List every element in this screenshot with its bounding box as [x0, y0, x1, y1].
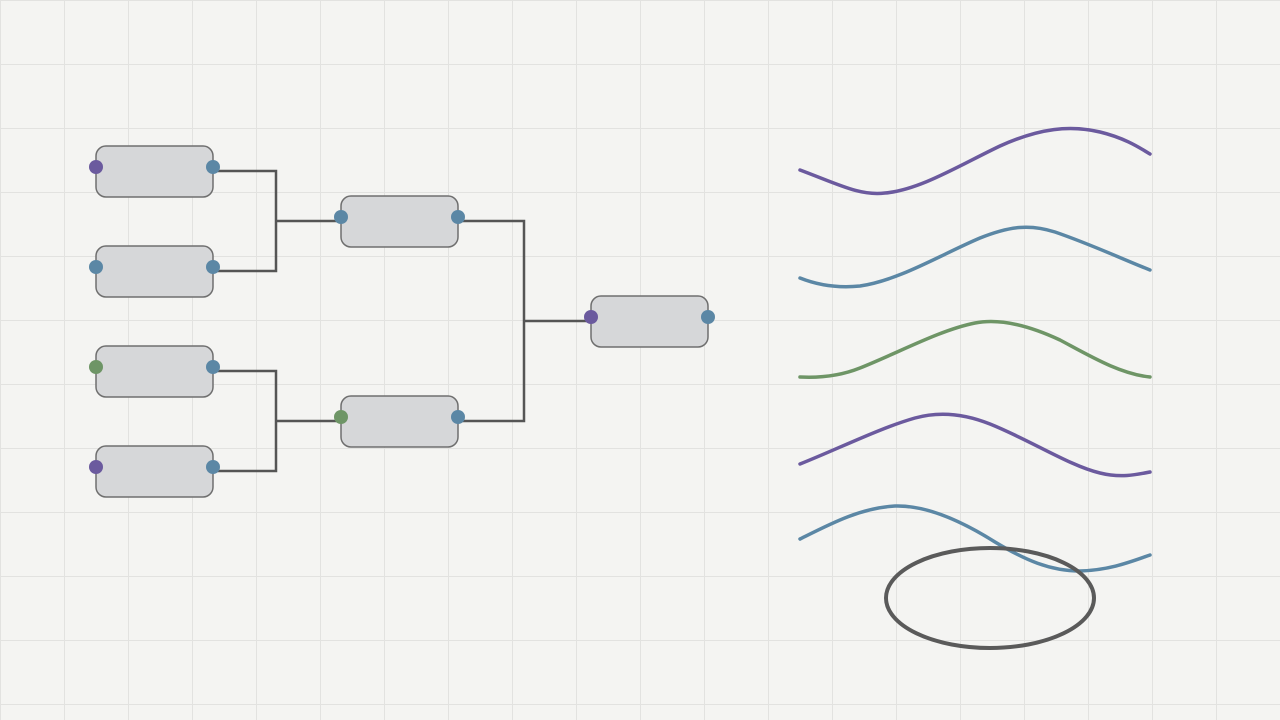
- node-r2-2[interactable]: [334, 395, 465, 448]
- node-box[interactable]: [340, 395, 459, 448]
- connector-r1-bottom: [213, 369, 341, 473]
- node-box[interactable]: [590, 295, 709, 348]
- input-port[interactable]: [334, 410, 348, 424]
- connector-r1-top: [213, 169, 341, 273]
- output-port[interactable]: [206, 260, 220, 274]
- node-final[interactable]: [584, 295, 715, 348]
- input-port[interactable]: [334, 210, 348, 224]
- connector-r2: [458, 219, 591, 423]
- wave-4[interactable]: [798, 412, 1152, 478]
- node-r2-1[interactable]: [334, 195, 465, 248]
- input-port[interactable]: [89, 460, 103, 474]
- node-r1-4[interactable]: [89, 445, 220, 498]
- node-box[interactable]: [340, 195, 459, 248]
- node-r1-3[interactable]: [89, 345, 220, 398]
- output-port[interactable]: [701, 310, 715, 324]
- input-port[interactable]: [89, 360, 103, 374]
- wave-1[interactable]: [798, 126, 1152, 196]
- output-port[interactable]: [206, 360, 220, 374]
- node-box[interactable]: [95, 245, 214, 298]
- ellipse-shape[interactable]: [884, 546, 1096, 650]
- node-box[interactable]: [95, 345, 214, 398]
- wave-3[interactable]: [798, 319, 1152, 379]
- wave-group: [798, 126, 1152, 573]
- output-port[interactable]: [451, 210, 465, 224]
- output-port[interactable]: [206, 460, 220, 474]
- node-box[interactable]: [95, 145, 214, 198]
- wave-2[interactable]: [798, 225, 1152, 289]
- input-port[interactable]: [584, 310, 598, 324]
- wave-5[interactable]: [798, 504, 1152, 573]
- output-port[interactable]: [206, 160, 220, 174]
- output-port[interactable]: [451, 410, 465, 424]
- bracket-connectors: [213, 169, 591, 473]
- node-box[interactable]: [95, 445, 214, 498]
- node-r1-1[interactable]: [89, 145, 220, 198]
- input-port[interactable]: [89, 160, 103, 174]
- node-r1-2[interactable]: [89, 245, 220, 298]
- input-port[interactable]: [89, 260, 103, 274]
